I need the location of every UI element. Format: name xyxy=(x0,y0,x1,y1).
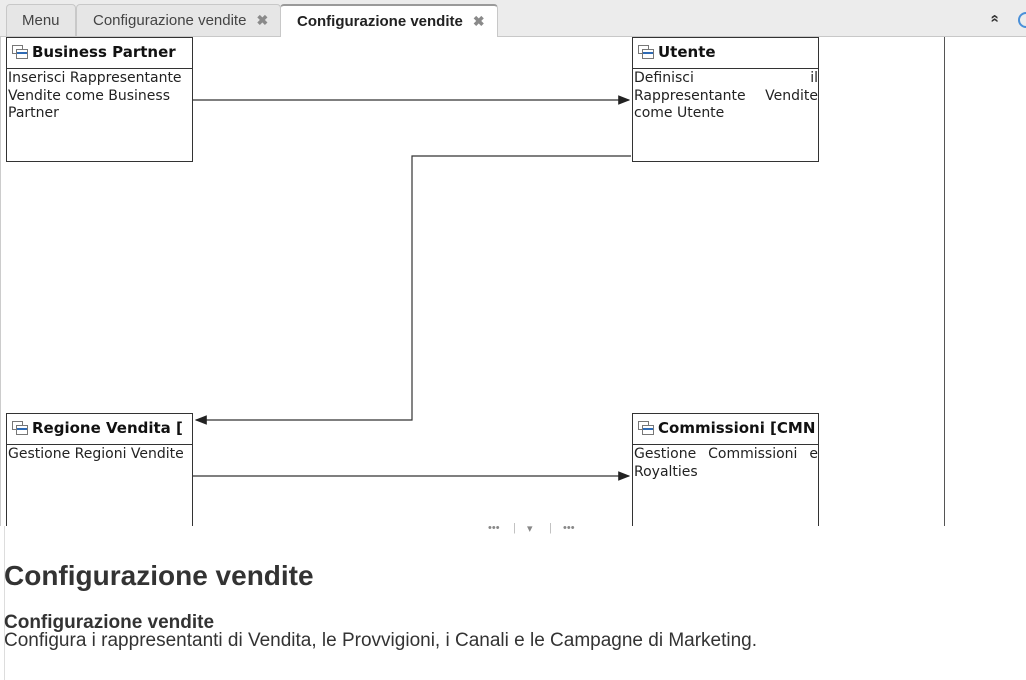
circle-icon[interactable] xyxy=(1018,12,1026,28)
node-header: Business Partner xyxy=(7,38,192,69)
tab-configurazione-vendite-2[interactable]: Configurazione vendite ✖ xyxy=(280,4,498,37)
node-header: Commissioni [CMN xyxy=(633,414,818,445)
node-title: Utente xyxy=(658,43,716,61)
node-header: Utente xyxy=(633,38,818,69)
divider: | xyxy=(513,522,516,534)
node-description: Gestione Regioni Vendite xyxy=(8,446,184,462)
left-gutter xyxy=(0,526,5,680)
workflow-connectors xyxy=(192,95,631,481)
node-description: Definisci il Rappresentante Vendite come… xyxy=(634,70,818,121)
close-icon[interactable]: ✖ xyxy=(472,13,485,29)
drag-handle-icon[interactable]: ••• xyxy=(488,522,500,534)
tab-menu-label: Menu xyxy=(22,12,60,29)
node-utente[interactable]: Utente Definisci il Rappresentante Vendi… xyxy=(632,37,819,162)
node-business-partner[interactable]: Business Partner Inserisci Rappresentant… xyxy=(6,37,193,162)
tab-configurazione-vendite-1[interactable]: Configurazione vendite ✖ xyxy=(76,4,282,36)
node-description: Inserisci Rappresentante Vendite come Bu… xyxy=(8,70,182,121)
node-title: Business Partner xyxy=(32,43,176,61)
chevron-down-icon[interactable]: ▾ xyxy=(527,523,533,535)
section-text: Configura i rappresentanti di Vendita, l… xyxy=(4,630,758,651)
close-icon[interactable]: ✖ xyxy=(256,12,269,28)
workflow-diagram: Business Partner Inserisci Rappresentant… xyxy=(0,37,945,526)
node-title: Commissioni [CMN xyxy=(658,419,816,437)
tab-label: Configurazione vendite xyxy=(93,12,247,29)
node-commissioni[interactable]: Commissioni [CMN Gestione Commissioni e … xyxy=(632,413,819,526)
description-panel: Configurazione vendite Configurazione ve… xyxy=(4,558,1014,650)
collapse-up-icon[interactable]: » xyxy=(985,14,1003,23)
page-title: Configurazione vendite xyxy=(4,560,314,591)
window-icon xyxy=(12,45,28,59)
tab-label: Configurazione vendite xyxy=(297,13,463,30)
window-icon xyxy=(12,421,28,435)
node-description: Gestione Commissioni e Royalties xyxy=(634,446,818,480)
tab-menu[interactable]: Menu xyxy=(6,4,76,36)
tab-bar: Menu Configurazione vendite ✖ Configurazi… xyxy=(0,0,1026,37)
node-title: Regione Vendita [ xyxy=(32,419,183,437)
drag-handle-icon[interactable]: ••• xyxy=(563,522,575,534)
window-icon xyxy=(638,45,654,59)
divider: | xyxy=(549,522,552,534)
node-header: Regione Vendita [ xyxy=(7,414,192,445)
connector-utente-regione xyxy=(194,155,631,425)
panel-splitter[interactable]: ••• | ▾ | ••• xyxy=(0,522,1026,538)
node-regione-vendita[interactable]: Regione Vendita [ Gestione Regioni Vendi… xyxy=(6,413,193,526)
section-title: Configurazione vendite xyxy=(4,612,215,633)
window-icon xyxy=(638,421,654,435)
